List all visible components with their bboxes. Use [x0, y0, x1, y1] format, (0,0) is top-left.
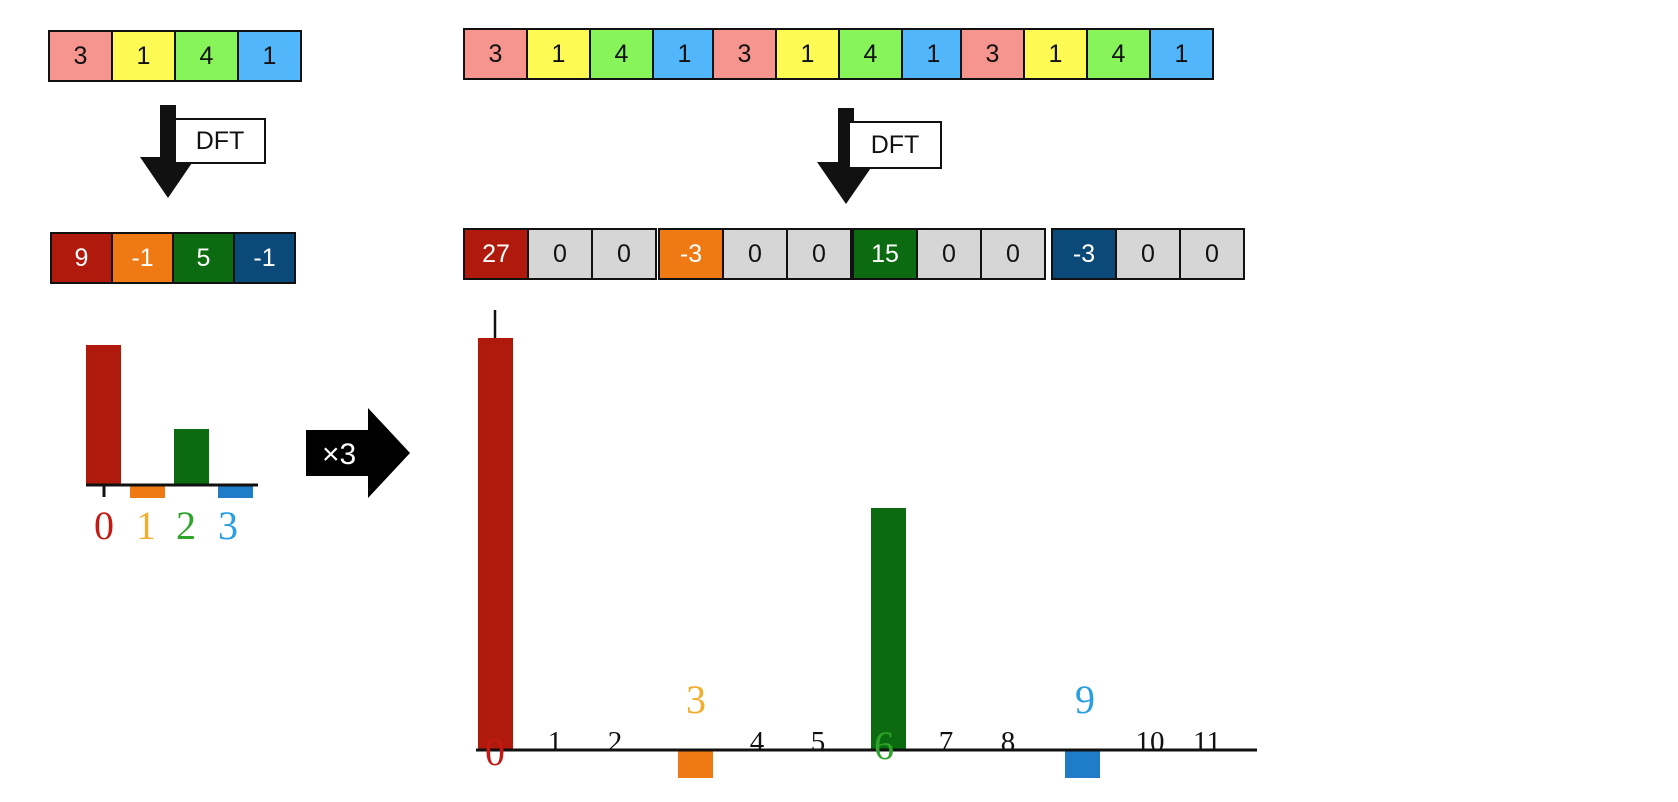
right-axis-label-7: 7	[938, 726, 954, 758]
right-axis-label-9: 9	[1075, 677, 1095, 722]
right-output-cell: 15	[852, 228, 918, 280]
right-output-cell: 0	[916, 228, 982, 280]
right-output-cell: 0	[786, 228, 852, 280]
left-axis-label-0: 0	[94, 503, 114, 548]
left-input-cell: 1	[111, 30, 176, 82]
right-input-cell: 3	[960, 28, 1025, 80]
right-axis-label-10: 10	[1135, 726, 1165, 758]
right-input-cell: 4	[838, 28, 903, 80]
right-output-cell: 0	[591, 228, 657, 280]
right-input-cell: 1	[775, 28, 840, 80]
left-dft-label: DFT	[174, 118, 266, 164]
right-output-cell: 0	[980, 228, 1046, 280]
right-axis-label-1: 1	[547, 726, 563, 758]
right-output-group-3: 15 0 0	[852, 228, 1046, 280]
right-dft-arrow-icon	[817, 108, 875, 204]
right-output-group-2: -3 0 0	[658, 228, 852, 280]
right-spectrum-chart	[476, 310, 1257, 778]
left-bar-3	[218, 486, 253, 498]
right-input-cell: 1	[1149, 28, 1214, 80]
left-axis-label-1: 1	[136, 503, 156, 548]
right-output-cell: 0	[527, 228, 593, 280]
right-input-cell: 3	[712, 28, 777, 80]
right-output-cell: -3	[658, 228, 724, 280]
right-axis-label-11: 11	[1193, 726, 1221, 758]
right-input-cell: 1	[652, 28, 717, 80]
right-output-cell: 27	[463, 228, 529, 280]
right-output-cell: 0	[1115, 228, 1181, 280]
left-output-cell: -1	[233, 232, 296, 284]
right-axis-label-8: 8	[1000, 726, 1016, 758]
left-output-cell: 5	[172, 232, 235, 284]
right-input-group-1: 3 1 4 1	[463, 28, 717, 80]
right-axis-label-4: 4	[749, 726, 765, 758]
left-spectrum-chart	[86, 345, 258, 498]
left-dft-arrow-icon	[140, 105, 196, 198]
left-bar-1	[130, 486, 165, 498]
multiplier-label: ×3	[322, 438, 357, 471]
left-input-cell: 3	[48, 30, 113, 82]
left-output-cell: 9	[50, 232, 113, 284]
right-output-cell: 0	[1179, 228, 1245, 280]
right-input-cell: 3	[463, 28, 528, 80]
right-axis-label-2: 2	[607, 726, 623, 758]
left-axis-label-2: 2	[176, 503, 196, 548]
right-axis-label-6: 6	[874, 723, 894, 768]
right-input-cell: 1	[901, 28, 966, 80]
right-axis-label-5: 5	[810, 726, 826, 758]
right-input-group-2: 3 1 4 1	[712, 28, 966, 80]
right-bar-9	[1065, 750, 1100, 778]
left-bar-2	[174, 429, 209, 485]
right-bar-3	[678, 750, 713, 778]
left-input-cell: 4	[174, 30, 239, 82]
right-input-cell: 1	[526, 28, 591, 80]
right-input-group-3: 3 1 4 1	[960, 28, 1214, 80]
right-output-group-4: -3 0 0	[1051, 228, 1245, 280]
right-input-cell: 4	[589, 28, 654, 80]
right-output-cell: 0	[722, 228, 788, 280]
right-bar-6	[871, 508, 906, 750]
left-output-array: 9 -1 5 -1	[50, 232, 296, 284]
right-axis-label-3: 3	[686, 677, 706, 722]
left-axis-label-3: 3	[218, 503, 238, 548]
left-output-cell: -1	[111, 232, 174, 284]
left-bar-0	[86, 345, 121, 485]
right-output-group-1: 27 0 0	[463, 228, 657, 280]
left-input-array: 3 1 4 1	[48, 30, 302, 82]
right-dft-label: DFT	[848, 121, 942, 169]
right-input-cell: 4	[1086, 28, 1151, 80]
right-bar-0	[478, 338, 513, 750]
right-axis-label-0: 0	[485, 729, 505, 774]
multiply-arrow-icon	[306, 408, 410, 498]
right-output-cell: -3	[1051, 228, 1117, 280]
left-input-cell: 1	[237, 30, 302, 82]
right-input-cell: 1	[1023, 28, 1088, 80]
